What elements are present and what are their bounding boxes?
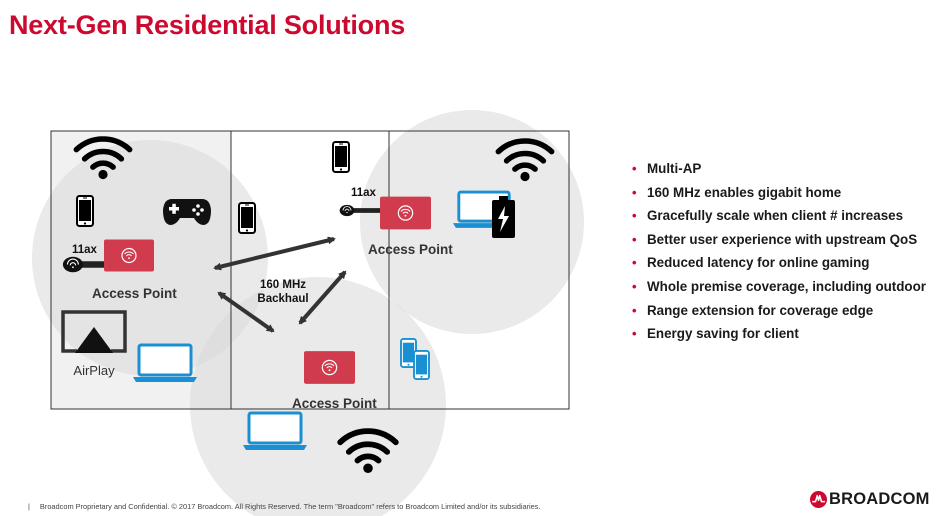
bullet-marker: • bbox=[632, 208, 637, 224]
tablet-icon-blue-2 bbox=[413, 350, 430, 380]
label-11ax-left: 11ax bbox=[72, 244, 98, 256]
airplay-icon bbox=[61, 310, 127, 353]
laptop-icon-left bbox=[133, 343, 197, 383]
phone-icon-middle bbox=[238, 202, 256, 234]
bullet-marker: • bbox=[632, 302, 637, 318]
backhaul-arrow-left-bottom bbox=[217, 291, 275, 333]
backhaul-label-line2: Backhaul bbox=[257, 293, 308, 305]
access-point-icon-right bbox=[380, 196, 431, 230]
phone-icon-left bbox=[76, 195, 94, 227]
bullet-marker: • bbox=[632, 326, 637, 342]
bullet-marker: • bbox=[632, 278, 637, 294]
footer-disclaimer: | Broadcom Proprietary and Confidential. … bbox=[28, 502, 541, 511]
feature-text: Range extension for coverage edge bbox=[647, 302, 874, 318]
laptop-icon-bottom bbox=[243, 411, 307, 451]
feature-item: • Range extension for coverage edge bbox=[632, 299, 950, 323]
feature-text: 160 MHz enables gigabit home bbox=[647, 184, 842, 200]
house-outline bbox=[50, 130, 570, 410]
phone-icon-top bbox=[332, 141, 350, 173]
feature-text: Gracefully scale when client # increases bbox=[647, 208, 904, 224]
footer-separator: | bbox=[28, 502, 30, 511]
gamepad-icon bbox=[163, 199, 211, 225]
feature-text: Whole premise coverage, including outdoo… bbox=[647, 278, 927, 294]
feature-text: Energy saving for client bbox=[647, 326, 799, 342]
feature-list: •Multi-AP •160 MHz enables gigabit home … bbox=[632, 157, 950, 346]
broadcom-logo-text: BROADCOM bbox=[829, 490, 930, 508]
backhaul-arrow-left-right bbox=[213, 236, 336, 271]
access-point-icon-left bbox=[104, 239, 154, 272]
feature-item: • Reduced latency for online gaming bbox=[632, 251, 950, 275]
label-11ax-right: 11ax bbox=[351, 187, 377, 199]
access-point-icon-bottom bbox=[304, 351, 355, 384]
slide-title: Next-Gen Residential Solutions bbox=[9, 10, 406, 40]
broadcom-logo: BROADCOM bbox=[810, 489, 935, 511]
battery-icon bbox=[492, 196, 515, 238]
bullet-marker: • bbox=[632, 184, 637, 200]
backhaul-label-line1: 160 MHz bbox=[260, 279, 306, 291]
footer-text: Broadcom Proprietary and Confidential. ©… bbox=[39, 502, 541, 511]
feature-text: Better user experience with upstream QoS bbox=[647, 231, 918, 247]
access-point-label-bottom: Access Point bbox=[292, 396, 377, 411]
feature-item: • Multi-AP bbox=[632, 157, 950, 181]
broadcom-logo-mark-icon bbox=[810, 491, 827, 508]
feature-text: Multi-AP bbox=[647, 161, 702, 176]
feature-item: • Energy saving for client bbox=[632, 322, 950, 346]
access-point-label-left: Access Point bbox=[92, 286, 177, 301]
bullet-marker: • bbox=[632, 231, 637, 247]
backhaul-arrow-right-bottom bbox=[298, 270, 347, 325]
feature-item: • 160 MHz enables gigabit home bbox=[632, 181, 950, 205]
bullet-marker: • bbox=[632, 161, 637, 176]
feature-item: • Better user experience with upstream Qo… bbox=[632, 228, 950, 252]
feature-item: • Whole premise coverage, including outdo… bbox=[632, 275, 950, 299]
airplay-label: AirPlay bbox=[73, 363, 115, 378]
bullet-marker: • bbox=[632, 255, 637, 271]
feature-text: Reduced latency for online gaming bbox=[647, 255, 870, 271]
access-point-label-right: Access Point bbox=[368, 242, 453, 257]
feature-item: • Gracefully scale when client # increase… bbox=[632, 204, 950, 228]
coverage-circle-bottom bbox=[190, 277, 446, 516]
